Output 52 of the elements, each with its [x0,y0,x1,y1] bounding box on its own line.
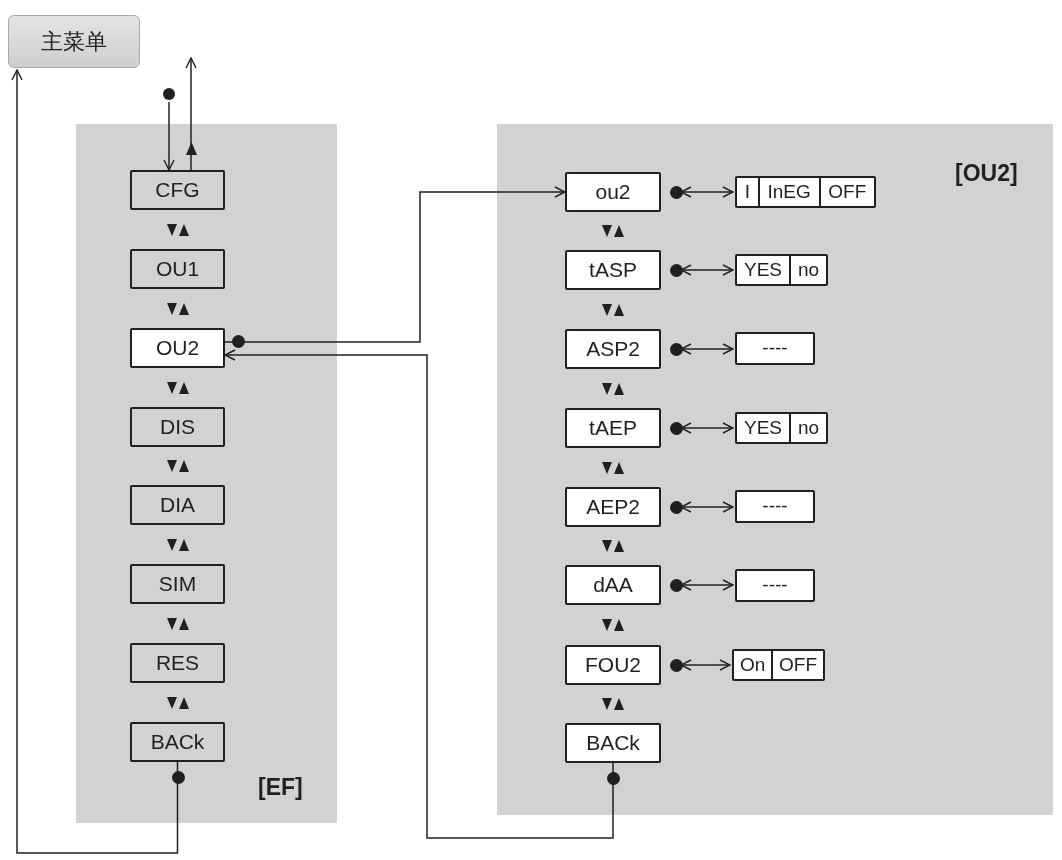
menu-item-box: tASP [565,250,661,290]
menu-item-box: DIS [130,407,225,447]
option-value: YES [742,257,783,282]
option-box [735,490,815,523]
menu-item-box: dAA [565,565,661,605]
option-value: OFF [771,651,823,679]
menu-item-box: OU2 [130,328,225,368]
arrow [680,659,731,671]
option-value: no [788,256,826,284]
menu-item-box: tAEP [565,408,661,448]
option-value: no [788,414,826,442]
option-box [735,412,828,444]
option-value: InEG [757,178,819,206]
menu-item-box: RES [130,643,225,683]
arrow [680,343,734,355]
menu-item-box: AEP2 [565,487,661,527]
arrow [680,579,734,591]
menu-item-box: CFG [130,170,225,210]
arrow [11,69,179,854]
option-box [735,254,828,286]
panel-title: [OU2] [955,159,1018,188]
menu-item-box: SIM [130,564,225,604]
arrow [680,264,734,276]
panel-title: [EF] [258,773,303,802]
arrow [163,101,175,171]
arrow [680,186,734,198]
option-value: OFF [818,178,874,206]
option-value: YES [742,415,783,440]
arrow [224,349,614,839]
panel-background [497,124,1053,815]
arrow [224,186,566,343]
menu-item-box: DIA [130,485,225,525]
menu-item-box: BACk [130,722,225,762]
arrow [680,422,734,434]
option-box [735,332,815,365]
option-value: On [738,652,767,677]
option-value: ---- [761,573,789,598]
option-box [735,569,815,602]
menu-item-box: ou2 [565,172,661,212]
menu-item-box: ASP2 [565,329,661,369]
option-box [732,649,825,681]
option-value: ---- [761,494,789,519]
arrow [680,501,734,513]
arrow [185,57,197,171]
menu-button: 主菜单 [8,15,140,68]
menu-item-box: BACk [565,723,661,763]
option-value: I [743,179,751,204]
option-value: ---- [761,336,789,361]
menu-item-box: OU1 [130,249,225,289]
menu-item-box: FOU2 [565,645,661,685]
option-box [735,176,876,208]
panel-background [76,124,337,823]
